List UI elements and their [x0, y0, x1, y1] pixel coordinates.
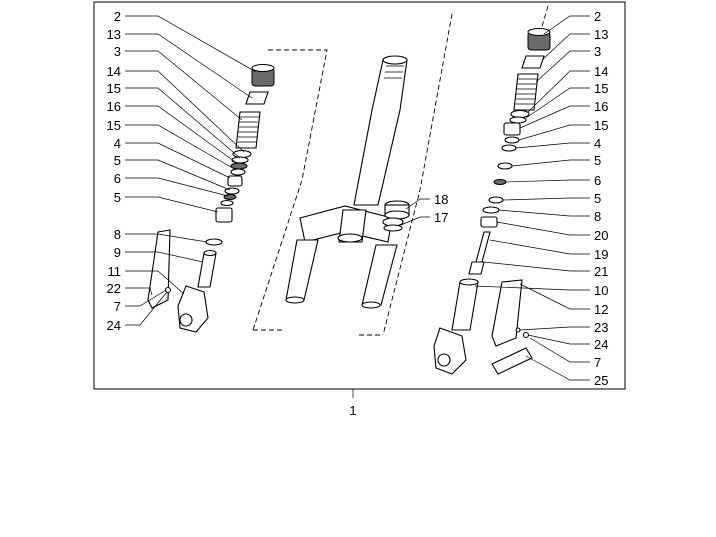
center-callout-2: 17 [434, 210, 448, 225]
left-bush-13 [245, 91, 269, 105]
left-screw-7 [164, 286, 172, 294]
right-callout-13: 20 [594, 228, 608, 243]
right-washer-8 [482, 206, 500, 214]
right-nut-24 [522, 331, 530, 339]
right-bush-13 [521, 55, 545, 69]
left-callouts: 2 13 3 14 15 16 15 4 5 6 5 8 9 11 22 7 2… [107, 9, 121, 333]
right-spring-3 [513, 73, 539, 111]
left-callout-17: 24 [107, 318, 121, 333]
center-callout-1: 18 [434, 192, 448, 207]
assembly-label: 1 [349, 403, 356, 418]
left-callout-12: 8 [114, 227, 121, 242]
left-callout-9: 5 [114, 153, 121, 168]
left-callout-6: 16 [107, 99, 121, 114]
right-callout-17: 12 [594, 302, 608, 317]
right-callout-2: 13 [594, 27, 608, 42]
right-washer-14 [510, 109, 530, 119]
left-tube-9 [197, 249, 217, 288]
right-cap-2 [527, 27, 551, 51]
right-leader-lines [474, 15, 590, 381]
right-callout-9: 5 [594, 153, 601, 168]
right-bush-20 [480, 216, 498, 228]
assembly-frame [93, 1, 626, 390]
right-callout-11: 5 [594, 191, 601, 206]
left-wheel-hub-11 [177, 285, 209, 333]
right-bush-16 [503, 122, 521, 136]
right-callout-14: 19 [594, 247, 608, 262]
right-callout-15: 21 [594, 264, 608, 279]
right-callout-1: 2 [594, 9, 601, 24]
left-fork-leg-parts [147, 63, 275, 333]
right-callout-4: 14 [594, 64, 608, 79]
right-cover-25 [491, 347, 533, 375]
right-callout-10: 6 [594, 173, 601, 188]
left-callout-2: 13 [107, 27, 121, 42]
fork-steering-column [285, 55, 410, 309]
left-callout-14: 11 [108, 264, 122, 279]
left-callout-7: 15 [107, 118, 121, 133]
center-leader-lines [400, 198, 430, 226]
right-bracket-12 [491, 279, 523, 347]
left-bush-unnumbered [215, 207, 233, 223]
left-callout-5: 15 [107, 81, 121, 96]
right-washer-5a [497, 162, 513, 170]
right-callout-21: 25 [594, 373, 608, 388]
left-washer-5b [220, 199, 234, 207]
right-washer-15a [509, 116, 527, 124]
left-bracket-22 [147, 229, 171, 309]
right-tube-10 [451, 278, 479, 331]
right-callout-20: 7 [594, 355, 601, 370]
right-screw-23 [515, 327, 521, 333]
left-callout-11: 5 [114, 190, 121, 205]
bearing-part-18 [384, 200, 410, 220]
left-leader-lines [125, 15, 257, 326]
center-callouts: 18 17 [434, 192, 448, 225]
left-callout-1: 2 [114, 9, 121, 24]
right-callout-18: 23 [594, 320, 608, 335]
right-callout-5: 15 [594, 81, 608, 96]
section-lines [252, 5, 549, 336]
left-spring-3 [235, 111, 261, 149]
left-cap-2 [251, 63, 275, 87]
right-wheel-hub [433, 327, 467, 375]
left-bush-4 [227, 175, 243, 187]
left-callout-8: 4 [114, 136, 121, 151]
right-callout-16: 10 [594, 283, 608, 298]
bearing-part-17 [382, 217, 404, 232]
left-washer-15b [230, 168, 246, 176]
left-callout-3: 3 [114, 44, 121, 59]
right-ring-6 [493, 179, 507, 185]
right-callout-12: 8 [594, 209, 601, 224]
right-callout-8: 4 [594, 136, 601, 151]
right-callout-6: 16 [594, 99, 608, 114]
left-callout-10: 6 [114, 171, 121, 186]
right-callouts: 2 13 3 14 15 16 15 4 5 6 5 8 20 19 21 10… [594, 9, 608, 388]
left-callout-13: 9 [114, 245, 121, 260]
right-bush-4 [501, 144, 517, 152]
right-washer-5b [488, 196, 504, 204]
right-callout-3: 3 [594, 44, 601, 59]
right-washer-15b [504, 136, 520, 144]
right-rod-19 [468, 231, 491, 275]
left-callout-4: 14 [107, 64, 121, 79]
left-callout-15: 22 [107, 281, 121, 296]
right-callout-7: 15 [594, 118, 608, 133]
left-callout-16: 7 [114, 299, 121, 314]
right-fork-leg-parts [433, 27, 551, 375]
left-washer-8 [205, 238, 223, 246]
right-callout-19: 24 [594, 337, 608, 352]
